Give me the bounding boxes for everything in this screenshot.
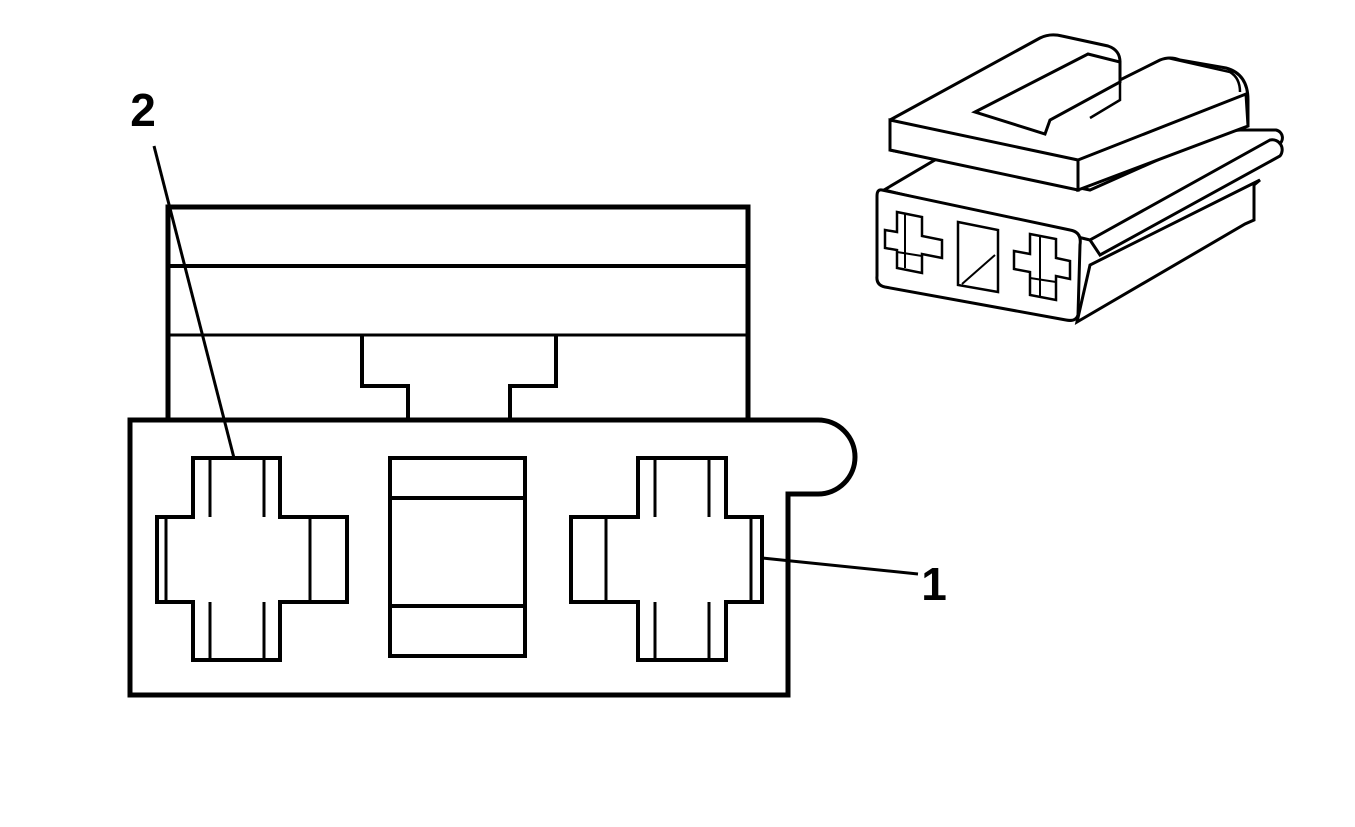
- iso-cavity-left: [883, 210, 944, 275]
- leader-line-1: [761, 556, 919, 576]
- terminal-cavity-2: [155, 456, 349, 662]
- connector-isometric-view: [875, 33, 1284, 326]
- terminal-cavity-1: [569, 456, 764, 662]
- iso-cavity-center: [956, 220, 1000, 294]
- connector-face-plate: [127, 417, 858, 698]
- leader-line-2: [152, 145, 236, 459]
- callout-1: 1: [761, 556, 947, 610]
- latch-tab: [360, 335, 558, 420]
- callout-2: 2: [130, 84, 236, 459]
- callout-label-1: 1: [921, 558, 947, 610]
- callout-label-2: 2: [130, 84, 156, 136]
- iso-cavity-right: [1012, 232, 1072, 302]
- center-cavity: [388, 456, 527, 658]
- connector-front-view: [127, 204, 858, 698]
- connector-upper-housing: [165, 204, 751, 420]
